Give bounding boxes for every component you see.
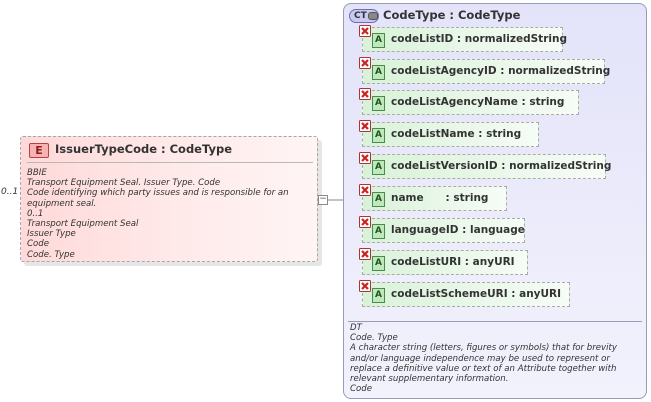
element-doc-line: BBIE (27, 168, 47, 178)
attribute-code-list-uri[interactable]: A codeListURI : anyURI (359, 248, 528, 275)
attribute-badge: A (372, 96, 385, 111)
element-badge: E (29, 143, 49, 158)
attribute-code-list-version-id[interactable]: A codeListVersionID : normalizedString (359, 152, 611, 179)
complex-type-documentation: DT Code. Type A character string (letter… (350, 323, 644, 394)
type-doc-line: A character string (letters, figures or … (350, 343, 617, 385)
attribute-label: codeListVersionID : normalizedString (391, 160, 612, 172)
attribute-label: codeListSchemeURI : anyURI (391, 288, 562, 300)
attribute-badge: A (372, 288, 385, 303)
attribute-label: codeListName : string (391, 128, 522, 140)
attribute-code-list-scheme-uri[interactable]: A codeListSchemeURI : anyURI (359, 280, 570, 307)
prohibited-icon (359, 216, 371, 228)
attribute-code-list-name[interactable]: A codeListName : string (359, 120, 539, 147)
attribute-label: codeListURI : anyURI (391, 256, 515, 268)
attribute-badge: A (372, 65, 385, 80)
attribute-label: codeListAgencyName : string (391, 96, 565, 108)
attribute-badge: A (372, 224, 385, 239)
attribute-badge: A (372, 160, 385, 175)
attribute-code-list-id[interactable]: A codeListID : normalizedString (359, 25, 567, 52)
collapse-toggle-icon[interactable]: − (318, 194, 328, 205)
attribute-code-list-agency-name[interactable]: A codeListAgencyName : string (359, 88, 579, 115)
element-doc-line: Code identifying which party issues and … (27, 188, 289, 209)
attribute-badge: A (372, 256, 385, 271)
prohibited-icon (359, 57, 371, 69)
attribute-code-list-agency-id[interactable]: A codeListAgencyID : normalizedString (359, 57, 610, 84)
element-doc-line: Issuer Type (27, 229, 76, 240)
prohibited-icon (359, 88, 371, 100)
attribute-badge: A (372, 192, 385, 207)
prohibited-icon (359, 248, 371, 260)
occurrence-label: 0..1 (1, 187, 19, 197)
complex-type-title: CodeType : CodeType (383, 8, 521, 22)
element-doc-line: Transport Equipment Seal. Issuer Type. C… (27, 178, 221, 189)
type-doc-line: Code. Type (350, 333, 398, 344)
prohibited-icon (359, 25, 371, 37)
attribute-badge: A (372, 128, 385, 143)
element-separator (27, 162, 313, 163)
element-title: IssuerTypeCode : CodeType (55, 142, 232, 156)
complex-type-badge: CT (349, 9, 379, 23)
attribute-label: codeListAgencyID : normalizedString (391, 65, 611, 77)
prohibited-icon (359, 152, 371, 164)
complex-type-separator (348, 321, 642, 322)
prohibited-icon (359, 120, 371, 132)
attribute-label: name : string (391, 192, 489, 204)
type-doc-line: Code (350, 384, 373, 395)
attribute-language-id[interactable]: A languageID : language (359, 216, 525, 243)
attribute-label: codeListID : normalizedString (391, 33, 567, 45)
type-doc-line: DT (350, 323, 362, 333)
element-doc-line: Code. Type (27, 249, 75, 260)
element-documentation: BBIE Transport Equipment Seal. Issuer Ty… (27, 168, 315, 260)
prohibited-icon (359, 280, 371, 292)
element-doc-line: Transport Equipment Seal (27, 219, 139, 230)
prohibited-icon (359, 184, 371, 196)
attribute-name[interactable]: A name : string (359, 184, 507, 211)
element-box-issuer-type-code[interactable]: E IssuerTypeCode : CodeType BBIE Transpo… (20, 136, 318, 262)
element-doc-line: Code (27, 239, 50, 250)
attribute-label: languageID : language (391, 224, 525, 236)
attribute-badge: A (372, 33, 385, 48)
complex-type-icon (367, 11, 378, 20)
element-doc-line: 0..1 (27, 208, 44, 219)
